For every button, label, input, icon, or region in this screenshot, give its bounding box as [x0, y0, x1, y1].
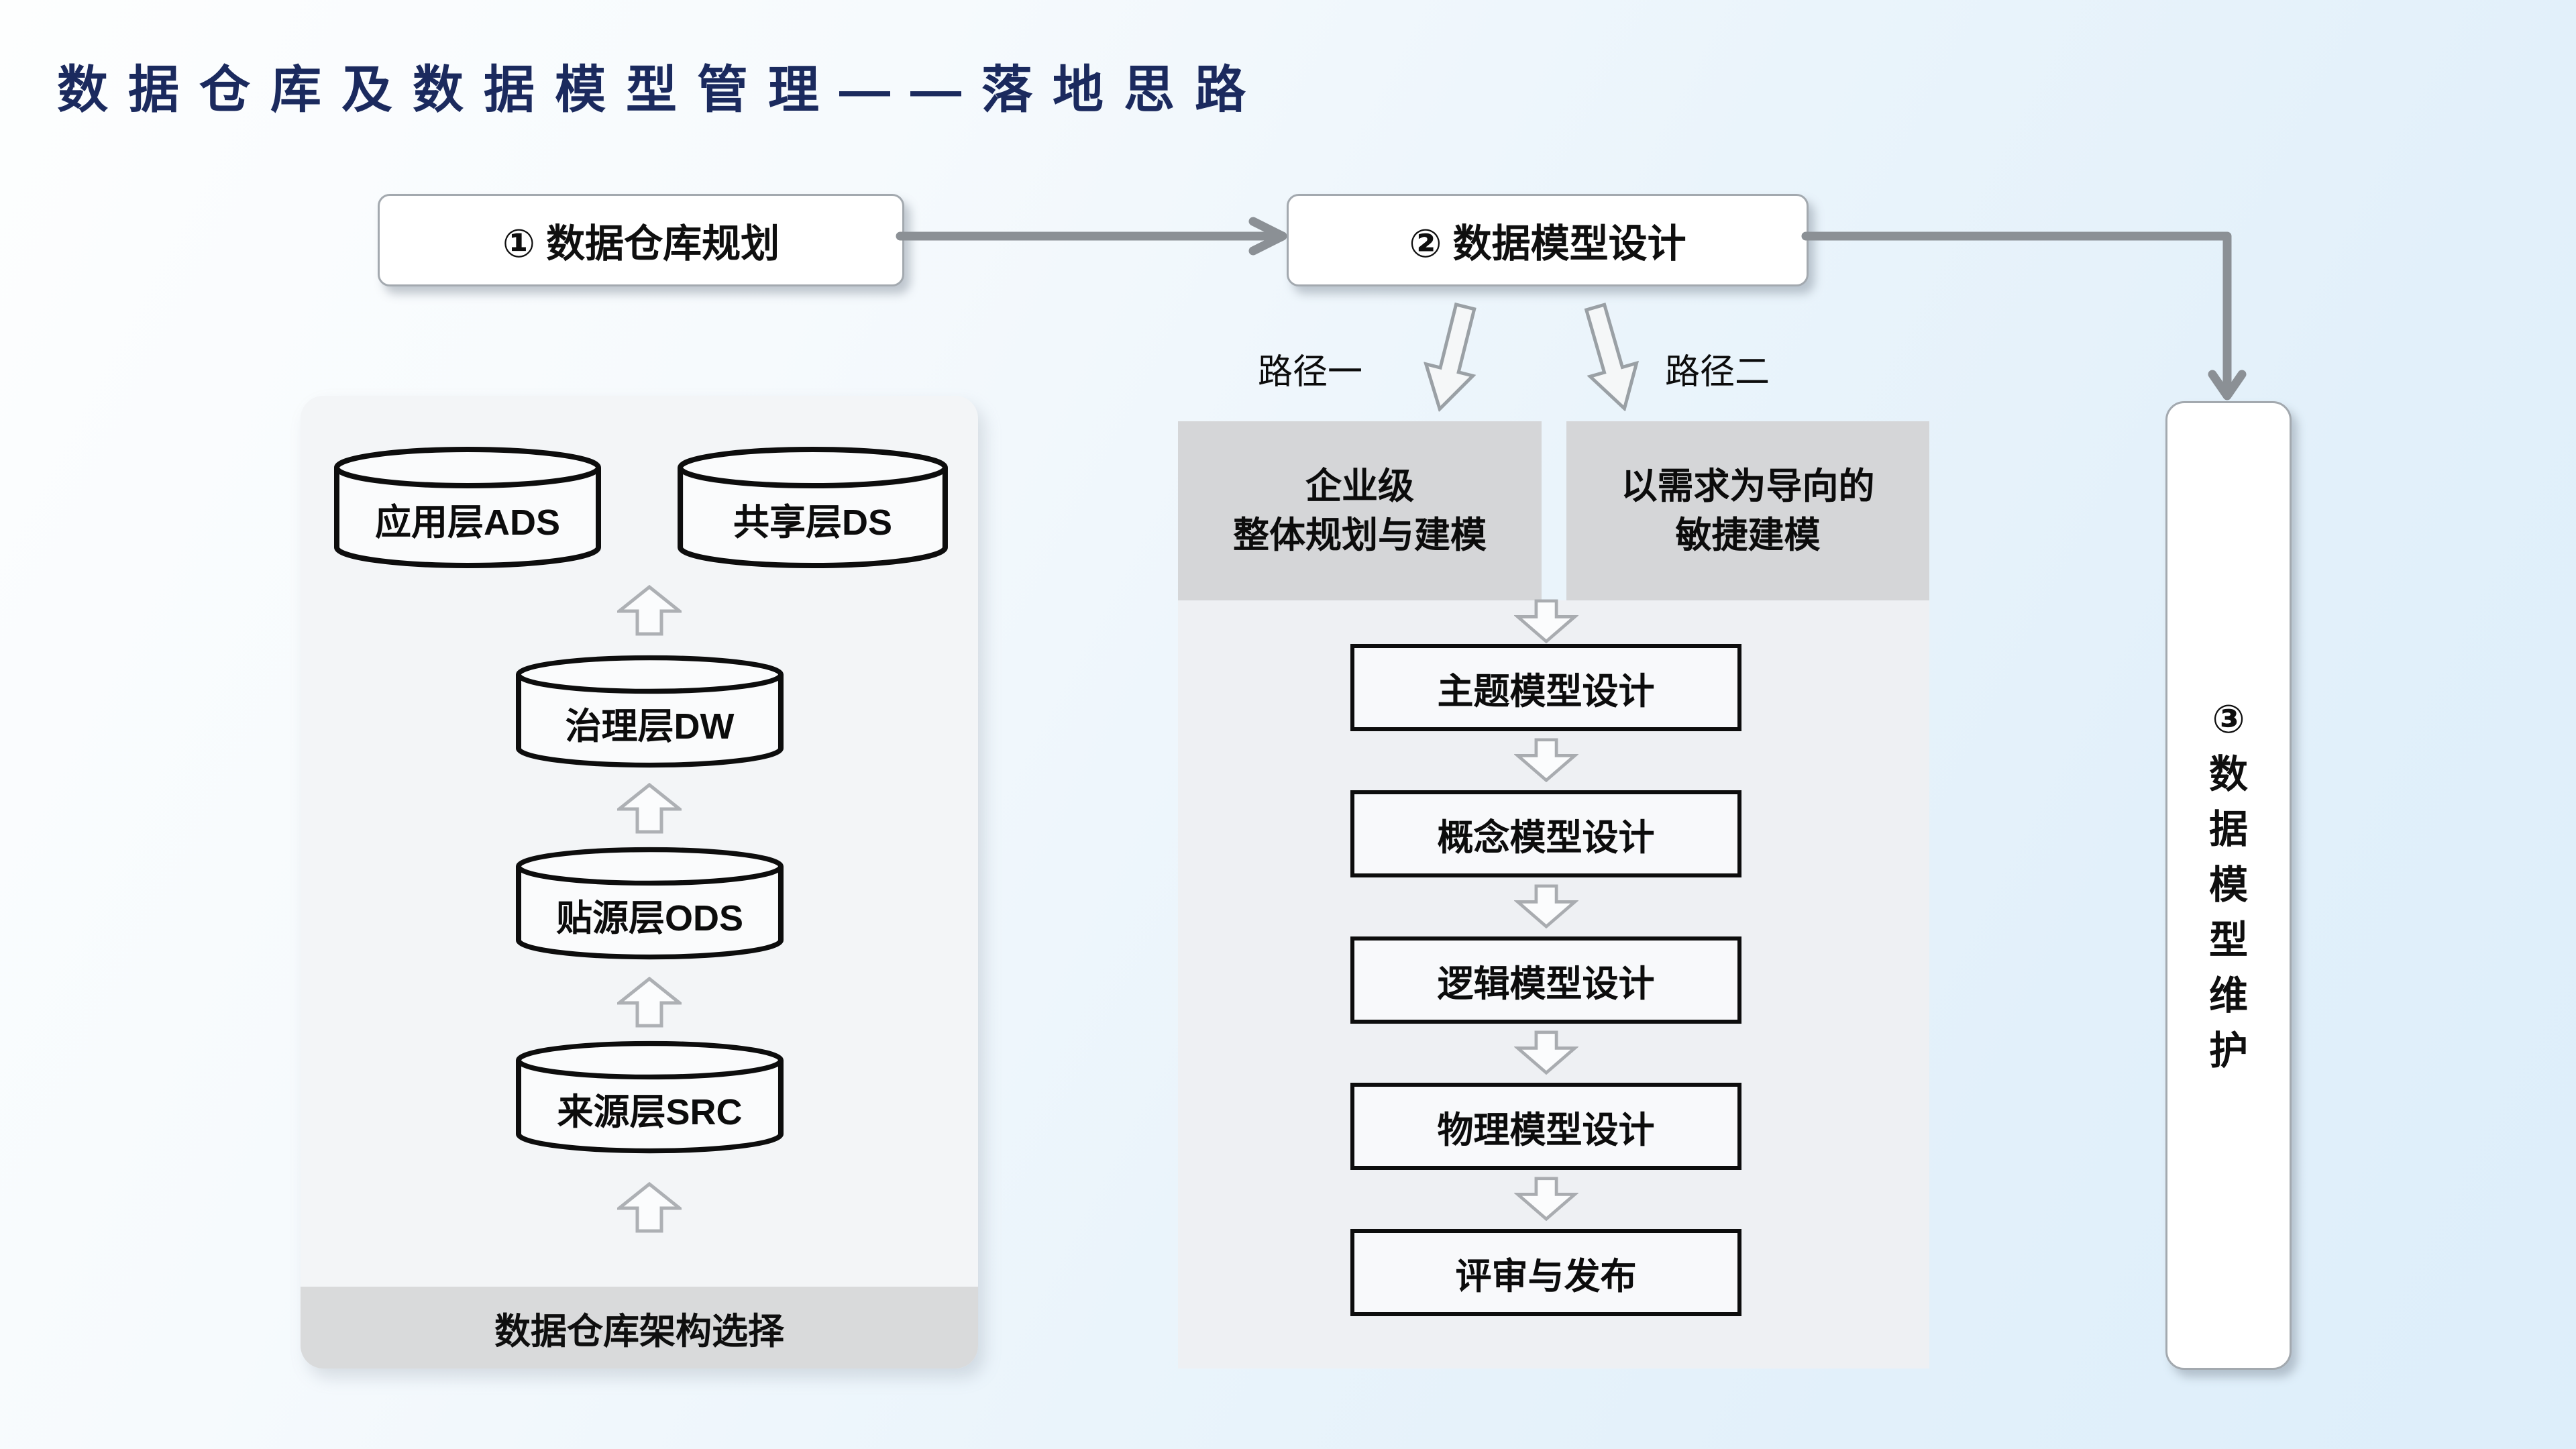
flow-step-label: 逻辑模型设计 — [1437, 963, 1655, 1004]
flow-step-concept-model-design: 概念模型设计 — [1350, 790, 1741, 877]
arrow-step1-to-step2-icon — [896, 217, 1287, 256]
path1-label: 路径一 — [1258, 353, 1363, 392]
step2-data-model-design-box: ② 数据模型设计 — [1287, 194, 1809, 286]
approach-agile-label: 以需求为导向的 敏捷建模 — [1621, 466, 1875, 555]
step3-data-model-maintenance-box: ③ 数 据 模 型 维 护 — [2165, 401, 2292, 1370]
slant-down-arrow-path1-icon — [1424, 302, 1477, 413]
down-arrow-icon — [1514, 1030, 1578, 1075]
step2-label: ② 数据模型设计 — [1409, 222, 1686, 266]
cylinder-ads-layer: 应用层ADS — [332, 445, 603, 570]
database-cylinder-icon — [516, 1040, 784, 1154]
cylinder-label: 贴源层ODS — [555, 898, 744, 938]
up-arrow-icon — [617, 585, 682, 636]
cylinder-label: 治理层DW — [565, 706, 735, 747]
arrow-step2-to-step3-icon — [1801, 231, 2247, 400]
flow-step-label: 主题模型设计 — [1437, 671, 1655, 712]
flow-step-logical-model-design: 逻辑模型设计 — [1350, 936, 1741, 1024]
cylinder-src-layer: 来源层SRC — [514, 1040, 786, 1155]
warehouse-architecture-label: 数据仓库架构选择 — [494, 1311, 784, 1352]
cylinder-ods-layer: 贴源层ODS — [514, 846, 786, 961]
approach-enterprise-label: 企业级 整体规划与建模 — [1233, 466, 1487, 555]
step3-label: ③ 数 据 模 型 维 护 — [2208, 697, 2248, 1073]
approach-enterprise-box: 企业级 整体规划与建模 — [1178, 421, 1542, 600]
down-arrow-icon — [1514, 1177, 1578, 1221]
cylinder-label: 应用层ADS — [374, 502, 560, 543]
down-arrow-icon — [1514, 738, 1578, 782]
flow-step-label: 物理模型设计 — [1437, 1110, 1655, 1150]
flow-step-label: 概念模型设计 — [1437, 817, 1655, 858]
up-arrow-icon — [617, 977, 682, 1028]
cylinder-label: 共享层DS — [733, 502, 892, 543]
slant-down-arrow-path2-icon — [1584, 303, 1640, 412]
path2-label: 路径二 — [1665, 353, 1770, 392]
page-title: 数据仓库及数据模型管理——落地思路 — [57, 62, 1266, 119]
database-cylinder-icon — [334, 447, 601, 568]
database-cylinder-icon — [516, 655, 784, 768]
step1-label: ① 数据仓库规划 — [502, 222, 780, 266]
cylinder-label: 来源层SRC — [557, 1091, 743, 1132]
flow-step-subject-model-design: 主题模型设计 — [1350, 644, 1741, 731]
down-arrow-icon — [1514, 884, 1578, 928]
flow-step-physical-model-design: 物理模型设计 — [1350, 1083, 1741, 1170]
up-arrow-icon — [617, 783, 682, 834]
warehouse-architecture-bar: 数据仓库架构选择 — [301, 1287, 978, 1368]
database-cylinder-icon — [516, 847, 784, 960]
step1-data-warehouse-planning-box: ① 数据仓库规划 — [378, 194, 904, 286]
up-arrow-icon — [617, 1182, 682, 1233]
down-arrow-icon — [1514, 599, 1578, 643]
database-cylinder-icon — [678, 447, 948, 568]
cylinder-dw-layer: 治理层DW — [514, 654, 786, 769]
approach-agile-box: 以需求为导向的 敏捷建模 — [1566, 421, 1929, 600]
cylinder-ds-layer: 共享层DS — [676, 445, 950, 570]
flow-step-review-and-publish: 评审与发布 — [1350, 1229, 1741, 1316]
flow-step-label: 评审与发布 — [1455, 1256, 1637, 1297]
